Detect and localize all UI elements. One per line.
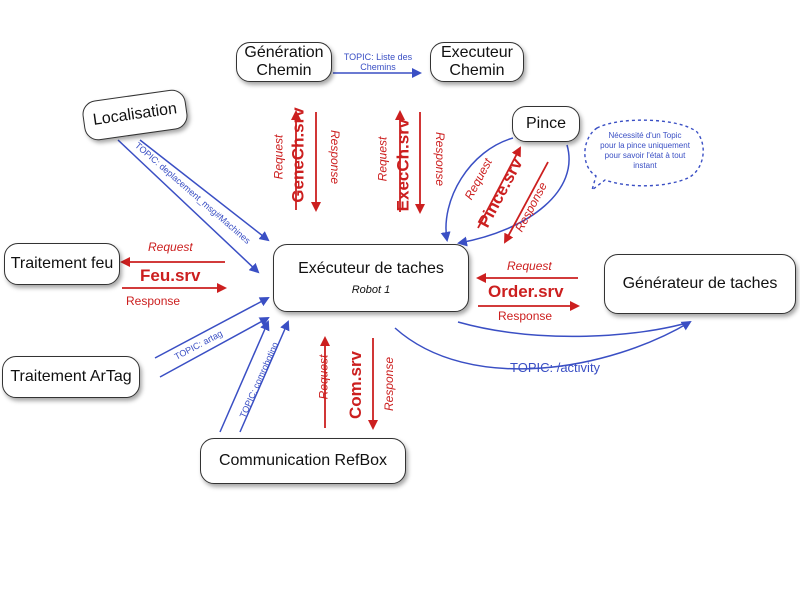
service-feu-request: Request — [148, 240, 193, 254]
arrow-pince-response — [504, 161, 549, 244]
service-genech-request: Request — [271, 134, 286, 180]
node-traitement-feu[interactable]: Traitement feu — [4, 243, 120, 285]
node-pince[interactable]: Pince — [512, 106, 580, 142]
node-communication-refbox-label: Communication RefBox — [218, 452, 388, 469]
node-generation-chemin[interactable]: Génération Chemin — [236, 42, 332, 82]
node-generateur-taches-label: Générateur de taches — [622, 275, 778, 292]
note-bubble-outline — [584, 119, 704, 192]
node-traitement-artag[interactable]: Traitement ArTag — [2, 356, 140, 398]
node-localisation-label: Localisation — [91, 100, 178, 129]
arrow-comrobotino-1 — [219, 320, 270, 433]
arrow-artag-1 — [154, 297, 270, 359]
service-feu: Feu.srv — [140, 266, 201, 285]
arrow-activity-curve — [394, 320, 692, 370]
node-executeur-taches[interactable]: Exécuteur de taches Robot 1 — [273, 244, 469, 312]
arrow-localisation-1 — [139, 139, 270, 242]
arrow-pince-request — [477, 146, 521, 229]
node-pince-label: Pince — [525, 115, 567, 132]
node-generateur-taches[interactable]: Générateur de taches — [604, 254, 796, 314]
arrow-comrobotino-2 — [239, 320, 290, 433]
service-feu-response: Response — [126, 294, 181, 308]
node-generation-chemin-label: Génération Chemin — [244, 44, 324, 79]
service-order: Order.srv — [488, 282, 564, 301]
node-executeur-chemin[interactable]: Executeur Chemin — [430, 42, 524, 82]
arrow-activity-top — [457, 321, 691, 338]
node-executeur-chemin-label: Executeur Chemin — [440, 44, 514, 79]
service-genech: GeneCh.srv — [288, 107, 308, 203]
service-com-request: Request — [316, 354, 331, 400]
arrow-pince-curve-left — [440, 137, 514, 242]
note-pince-topic: Nécessité d'un Topic pour la pince uniqu… — [600, 131, 690, 170]
service-execch-request: Request — [375, 136, 390, 182]
node-traitement-artag-label: Traitement ArTag — [10, 368, 132, 385]
service-order-request: Request — [507, 259, 552, 273]
node-communication-refbox[interactable]: Communication RefBox — [200, 438, 406, 484]
service-order-response: Response — [498, 309, 553, 323]
topic-liste-chemins: TOPIC: Liste des Chemins — [343, 52, 413, 72]
service-genech-response: Response — [328, 129, 343, 185]
arrow-pince-curve-right — [457, 144, 570, 247]
service-com-response: Response — [382, 356, 397, 412]
node-executeur-taches-label: Exécuteur de taches — [298, 260, 444, 277]
arrow-artag-2 — [159, 317, 270, 378]
node-traitement-feu-label: Traitement feu — [10, 255, 114, 272]
service-com: Com.srv — [346, 350, 366, 420]
node-executeur-taches-sub: Robot 1 — [351, 284, 391, 296]
topic-activity: TOPIC: /activity — [510, 360, 601, 375]
service-execch: ExecCh.srv — [393, 118, 413, 212]
arrow-localisation-2 — [117, 139, 260, 274]
service-execch-response: Response — [433, 131, 448, 187]
